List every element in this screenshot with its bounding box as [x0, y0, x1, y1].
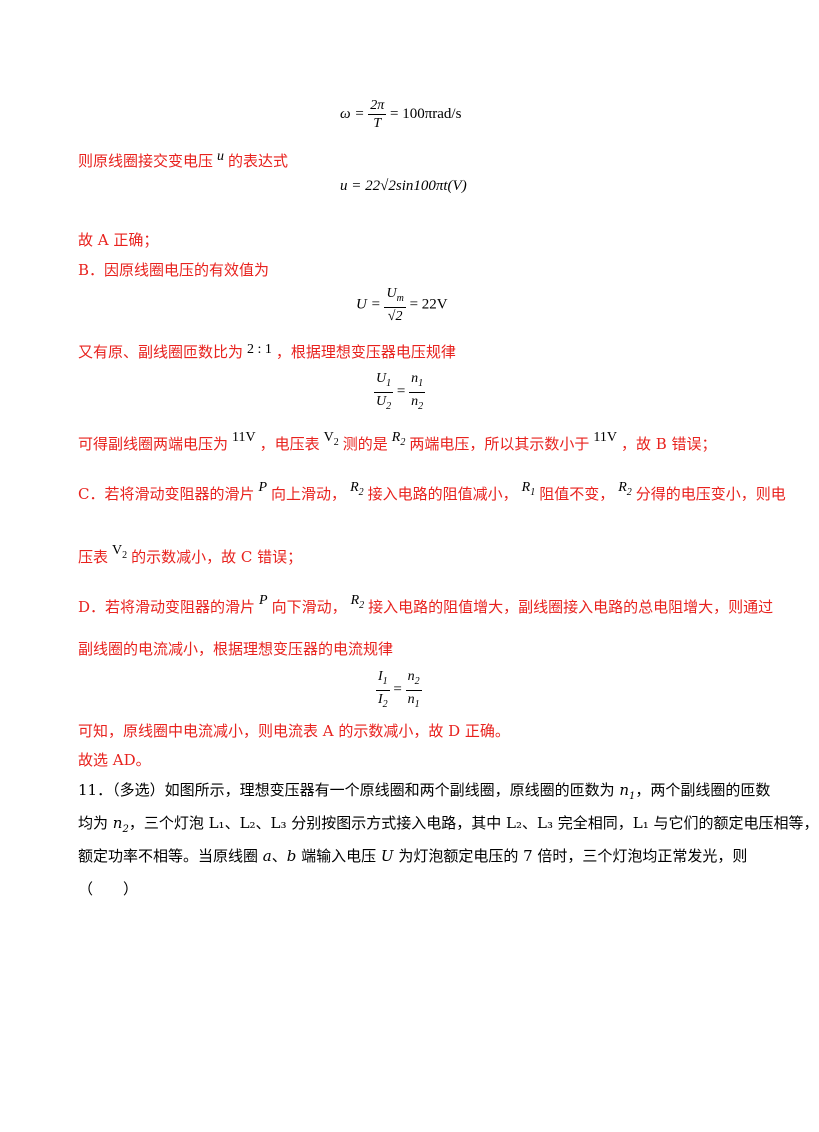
fraction: Um √2: [384, 286, 406, 324]
question-11-line-3: 额定功率不相等。当原线圈 a、b 端输入电压 U 为灯泡额定电压的 7 倍时，三…: [78, 847, 748, 865]
paragraph: 可知，原线圈中电流减小，则电流表 A 的示数减小，故 D 正确。: [78, 722, 510, 740]
question-11-answer-blank: （ ）: [78, 880, 139, 898]
question-11-line-2: 均为 n2，三个灯泡 L₁、L₂、L₃ 分别按图示方式接入电路，其中 L₂、L₃…: [78, 814, 819, 835]
equation-U: U = Um √2 = 22V: [356, 286, 448, 324]
paragraph: B．因原线圈电压的有效值为: [78, 261, 270, 279]
question-11-line-1: 11．（多选）如图所示，理想变压器有一个原线圈和两个副线圈，原线圈的匝数为 n1…: [78, 781, 771, 802]
paragraph: 故选 AD。: [78, 751, 151, 769]
equation-u: u = 22√2sin100πt(V): [340, 178, 467, 194]
paragraph: 副线圈的电流减小，根据理想变压器的电流规律: [78, 640, 394, 658]
paragraph: 故 A 正确；: [78, 231, 159, 249]
